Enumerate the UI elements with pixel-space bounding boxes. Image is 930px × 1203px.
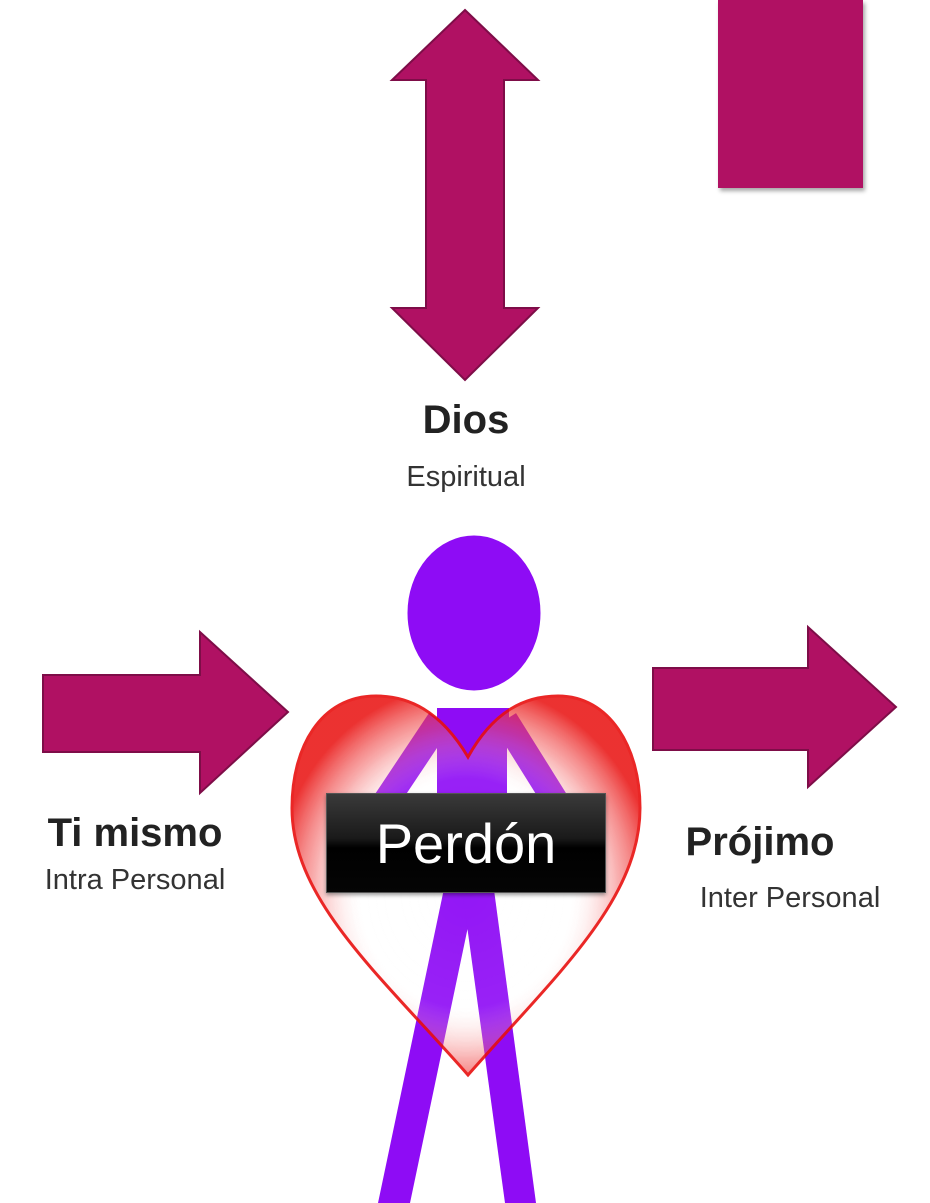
double-arrow-vertical — [389, 8, 541, 382]
neighbor-subtitle: Inter Personal — [699, 882, 881, 914]
self-subtitle: Intra Personal — [44, 864, 226, 896]
corner-square — [718, 0, 863, 188]
arrow-right-outward — [652, 624, 898, 790]
arrow-left-to-center — [42, 629, 290, 796]
forgiveness-label: Perdón — [326, 793, 606, 893]
god-subtitle: Espiritual — [406, 461, 526, 493]
figure-head — [407, 535, 541, 691]
self-title: Ti mismo — [47, 811, 223, 855]
neighbor-title: Prójimo — [685, 820, 835, 864]
god-title: Dios — [422, 398, 510, 442]
